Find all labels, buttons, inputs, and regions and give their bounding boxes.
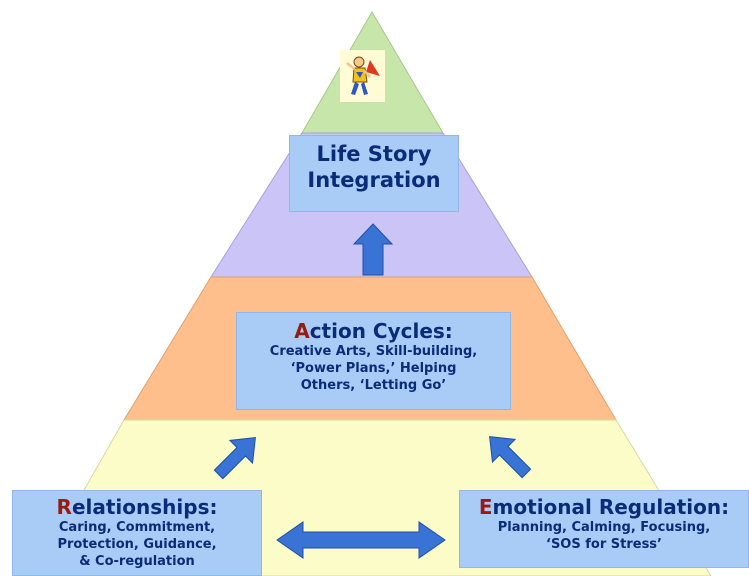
life-story-title: Life Story [290,141,458,167]
life-story-integration-box: Life Story Integration [289,135,459,212]
relationships-box: Relationships: Caring, Commitment, Prote… [12,490,262,576]
emotional-regulation-title-initial: E [478,495,493,519]
action-cycles-line: Creative Arts, Skill-building, [269,344,478,359]
emotional-regulation-title-rest: motional Regulation: [492,495,730,519]
superhero-logo [340,50,385,102]
up-arrow-icon [352,223,394,276]
emotional-regulation-line: ‘SOS for Stress’ [546,537,662,552]
relationships-line: & Co-regulation [79,554,195,569]
life-story-title-initial: L [316,142,330,166]
life-story-title-line2: Integration [307,168,441,192]
relationships-title-initial: R [56,495,72,519]
relationships-line: Protection, Guidance, [57,537,217,552]
action-cycles-box: Action Cycles: Creative Arts, Skill-buil… [236,312,511,410]
emotional-regulation-title: Emotional Regulation: [460,495,748,519]
emotional-regulation-box: Emotional Regulation: Planning, Calming,… [459,490,749,568]
relationships-title-rest: elationships: [71,495,218,519]
action-cycles-title: Action Cycles: [237,319,510,343]
relationships-line: Caring, Commitment, [58,520,216,535]
action-cycles-line: ‘Power Plans,’ Helping [290,361,457,376]
life-story-title-rest: ife Story [329,142,432,166]
diagonal-arrow-right-icon [489,436,532,479]
superhero-figure-icon [346,56,380,95]
action-cycles-title-rest: ction Cycles: [309,319,453,343]
emotional-regulation-line: Planning, Calming, Focusing, [497,520,711,535]
double-arrow-icon [276,521,446,559]
action-cycles-title-initial: A [294,319,310,343]
diagonal-arrow-left-icon [213,437,256,480]
relationships-title: Relationships: [13,495,261,519]
action-cycles-line: Others, ‘Letting Go’ [300,378,447,393]
